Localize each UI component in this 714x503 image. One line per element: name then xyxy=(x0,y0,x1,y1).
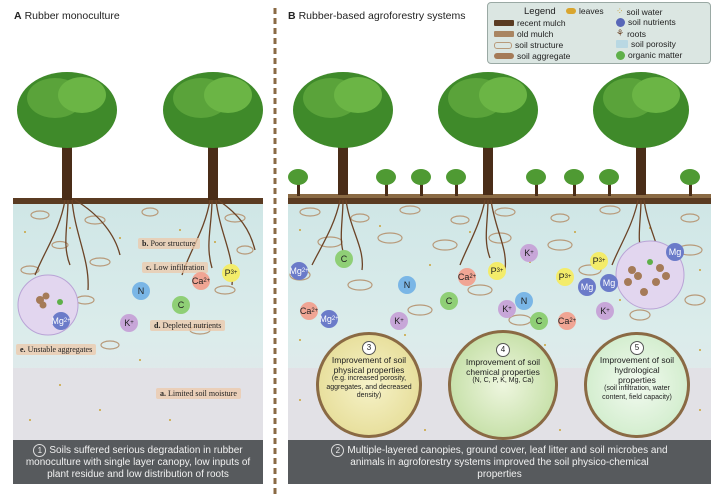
legend-old-mulch: old mulch xyxy=(494,29,553,39)
nutrient-b-mg-3: Mg xyxy=(666,243,684,261)
organic-matter xyxy=(57,259,653,305)
nutrient-b-k-3: K+ xyxy=(498,300,516,318)
nutrient-b-c-3: C xyxy=(530,312,548,330)
ground-line-b xyxy=(288,198,711,204)
tree-a-2 xyxy=(163,72,263,200)
ground-line-a xyxy=(13,198,263,204)
label-low-infiltration: c. Low infiltration xyxy=(142,262,209,273)
summary-b-text: Multiple-layered canopies, ground cover,… xyxy=(347,444,668,480)
legend-title: Legend xyxy=(524,6,556,17)
nutrient-b-k-2: K+ xyxy=(390,312,408,330)
nutrient-k: K+ xyxy=(120,314,138,332)
label-limited-soil-moisture: a. Limited soil moisture xyxy=(156,388,241,399)
summary-a-text: Soils suffered serious degradation in ru… xyxy=(25,444,251,480)
ring-chemical-sub: (N, C, P, K, Mg, Ca) xyxy=(472,377,534,384)
roots-icon: ⚘ xyxy=(616,28,625,38)
soil-water-icon: ⁘ xyxy=(616,6,624,16)
nutrient-b-n-2: N xyxy=(515,292,533,310)
nutrient-b-c-2: C xyxy=(440,292,458,310)
nutrient-b-mg-5: Mg xyxy=(600,274,618,292)
ring-chemical-number: 4 xyxy=(496,343,510,357)
mulch-layer-b xyxy=(288,194,711,198)
aggregate-circle-b xyxy=(615,240,685,310)
leaves-icon xyxy=(566,8,576,14)
soil-nutrients-icon xyxy=(616,17,625,27)
soil-porosity-icon xyxy=(616,40,628,48)
nutrient-b-c-1: C xyxy=(335,250,353,268)
ring-physical-number: 3 xyxy=(362,341,376,355)
soil-structure-icon xyxy=(494,41,512,49)
summary-b-number: 2 xyxy=(331,443,345,457)
ring-physical-sub: (e.g. increased porosity, aggregates, an… xyxy=(326,375,412,399)
legend-soil-porosity: soil porosity xyxy=(616,39,676,49)
legend-soil-nutrients: soil nutrients xyxy=(616,17,676,27)
legend-leaves: leaves xyxy=(566,6,604,16)
soil-aggregate-b xyxy=(624,264,670,296)
roots-b xyxy=(311,199,661,271)
legend-recent-mulch: recent mulch xyxy=(494,18,566,28)
ring-hydrological: 5 Improvement of soil hydrological prope… xyxy=(584,332,690,438)
label-unstable-aggregates: e. Unstable aggregates xyxy=(16,344,97,355)
nutrient-c: C xyxy=(172,296,190,314)
ring-chemical-title: Improvement of soil chemical properties xyxy=(465,357,541,377)
ring-physical: 3 Improvement of soil physical propertie… xyxy=(316,332,422,438)
tree-b-2 xyxy=(438,72,538,195)
soil-aggregate-a xyxy=(36,292,50,309)
soil-structure-b xyxy=(289,205,706,326)
nutrient-n: N xyxy=(132,282,150,300)
legend-soil-aggregate: soil aggregate xyxy=(494,51,570,61)
nutrient-b-mg-2: Mg xyxy=(578,278,596,296)
ring-physical-title: Improvement of soil physical properties xyxy=(331,355,407,375)
recent-mulch-icon xyxy=(494,20,514,26)
tree-b-3 xyxy=(593,72,689,195)
ring-hydrological-title: Improvement of soil hydrological propert… xyxy=(599,355,675,385)
old-mulch-icon xyxy=(494,31,514,37)
organic-matter-icon xyxy=(616,50,625,60)
understory-trees xyxy=(288,169,700,196)
soil-water-dots xyxy=(24,225,701,431)
ring-hydrological-sub: (soil infiltration, water content, field… xyxy=(602,385,672,401)
nutrient-b-k-1: K+ xyxy=(520,244,538,262)
subsoil-panel-a xyxy=(13,368,263,440)
soil-aggregate-icon xyxy=(494,53,514,59)
tree-a-1 xyxy=(17,72,117,200)
legend: Legend leaves recent mulch old mulch soi… xyxy=(487,2,711,64)
tree-b-1 xyxy=(293,72,393,195)
aggregate-circle-a xyxy=(17,274,79,336)
legend-organic-matter: organic matter xyxy=(616,50,682,60)
legend-roots: ⚘roots xyxy=(616,28,646,39)
nutrient-b-k-4: K+ xyxy=(596,302,614,320)
summary-a-number: 1 xyxy=(33,443,47,457)
ring-chemical: 4 Improvement of soil chemical propertie… xyxy=(448,330,558,440)
legend-soil-water: ⁘soil water xyxy=(616,6,663,17)
legend-soil-structure: soil structure xyxy=(494,40,563,50)
label-depleted-nutrients: d. Depleted nutrients xyxy=(150,320,226,331)
nutrient-b-n-1: N xyxy=(398,276,416,294)
ring-hydrological-number: 5 xyxy=(630,341,644,355)
label-poor-structure: b. Poor structure xyxy=(138,238,200,249)
